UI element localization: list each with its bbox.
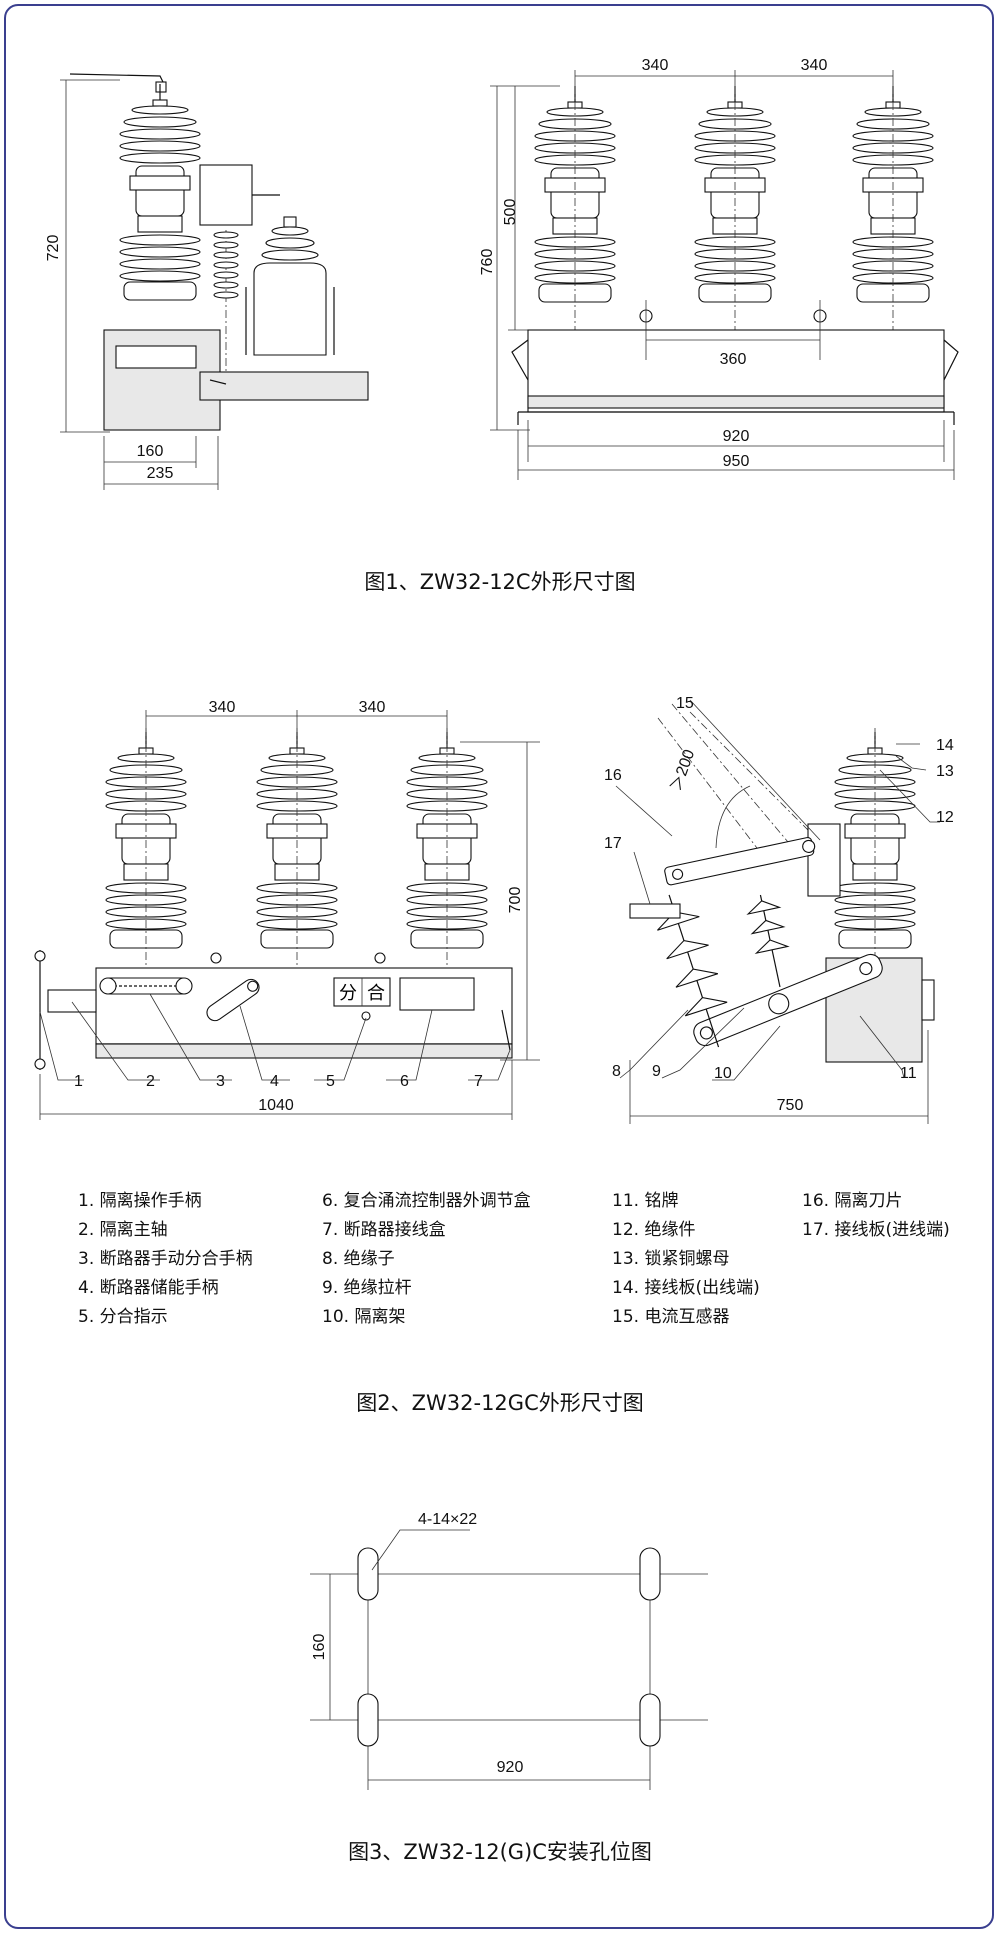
callout-3: 3	[216, 1073, 225, 1090]
legend-column-2: 6. 复合涌流控制器外调节盒 7. 断路器接线盒 8. 绝缘子 9. 绝缘拉杆 …	[322, 1187, 531, 1332]
legend-item: 11. 铭牌	[612, 1191, 679, 1211]
figure2-caption: 图2、ZW32-12GC外形尺寸图	[356, 1391, 644, 1415]
dim-950: 950	[723, 453, 750, 470]
page-frame	[4, 4, 994, 1929]
legend-item: 6. 复合涌流控制器外调节盒	[322, 1191, 531, 1211]
legend-item: 9. 绝缘拉杆	[322, 1278, 412, 1298]
dim-235: 235	[147, 465, 174, 482]
figure1-caption: 图1、ZW32-12C外形尺寸图	[364, 570, 636, 594]
legend-item: 14. 接线板(出线端)	[612, 1278, 760, 1298]
legend-item: 5. 分合指示	[78, 1307, 168, 1327]
legend-item: 7. 断路器接线盒	[322, 1220, 446, 1240]
figure2-front-view: 340 340 700 分 合	[34, 699, 540, 1120]
figure1-side-view: 720	[45, 73, 369, 490]
callout-4: 4	[270, 1073, 279, 1090]
callout-2: 2	[146, 1073, 155, 1090]
callout-9: 9	[652, 1063, 661, 1080]
legend-column-1: 1. 隔离操作手柄 2. 隔离主轴 3. 断路器手动分合手柄 4. 断路器储能手…	[78, 1187, 253, 1332]
legend-item: 1. 隔离操作手柄	[78, 1191, 202, 1211]
dim-gt200: ＞200	[668, 747, 699, 793]
legend-item: 4. 断路器储能手柄	[78, 1278, 219, 1298]
legend-column-4: 16. 隔离刀片 17. 接线板(进线端)	[802, 1187, 950, 1245]
callout-11: 11	[900, 1065, 917, 1082]
callout-13: 13	[936, 763, 954, 780]
dim-340-a2: 340	[209, 699, 236, 716]
legend-item: 17. 接线板(进线端)	[802, 1220, 950, 1240]
indicator-open: 分	[339, 983, 357, 1004]
legend-item: 15. 电流互感器	[612, 1307, 730, 1327]
figure2-side-view: ＞200	[604, 695, 954, 1124]
callout-1: 1	[74, 1073, 83, 1090]
legend-column-3: 11. 铭牌 12. 绝缘件 13. 锁紧铜螺母 14. 接线板(出线端) 15…	[612, 1187, 760, 1332]
legend-item: 16. 隔离刀片	[802, 1191, 903, 1211]
dim-1040: 1040	[258, 1097, 294, 1114]
figure1-front-view: 340 340 500 760 360	[479, 57, 959, 480]
dim-160-holes: 160	[311, 1634, 328, 1661]
dim-360: 360	[720, 351, 747, 368]
dim-340-b: 340	[801, 57, 828, 74]
dim-720: 720	[45, 235, 62, 262]
dim-760: 760	[479, 249, 496, 276]
dim-160: 160	[137, 443, 164, 460]
dim-340-a: 340	[642, 57, 669, 74]
dim-750: 750	[777, 1097, 804, 1114]
callout-15: 15	[676, 695, 694, 712]
callout-16: 16	[604, 767, 622, 784]
dim-500: 500	[502, 199, 519, 226]
legend-item: 8. 绝缘子	[322, 1249, 395, 1269]
callout-8: 8	[612, 1063, 621, 1080]
callout-17: 17	[604, 835, 622, 852]
callout-5: 5	[326, 1073, 335, 1090]
dim-700: 700	[507, 887, 524, 914]
callout-10: 10	[714, 1065, 732, 1082]
legend-item: 3. 断路器手动分合手柄	[78, 1249, 253, 1269]
figure3-caption: 图3、ZW32-12(G)C安装孔位图	[348, 1840, 652, 1864]
dim-920-holes: 920	[497, 1759, 524, 1776]
callout-14: 14	[936, 737, 954, 754]
callout-7: 7	[474, 1073, 483, 1090]
dim-hole-spec: 4-14×22	[418, 1511, 477, 1528]
figure3-hole-layout: 160 920 4-14×22	[310, 1511, 708, 1790]
legend-item: 10. 隔离架	[322, 1307, 406, 1327]
legend-item: 12. 绝缘件	[612, 1220, 696, 1240]
callout-12: 12	[936, 809, 954, 826]
dim-920: 920	[723, 428, 750, 445]
legend-item: 13. 锁紧铜螺母	[612, 1249, 730, 1269]
legend-item: 2. 隔离主轴	[78, 1220, 168, 1240]
callout-6: 6	[400, 1073, 409, 1090]
dim-340-b2: 340	[359, 699, 386, 716]
indicator-close: 合	[367, 983, 385, 1004]
